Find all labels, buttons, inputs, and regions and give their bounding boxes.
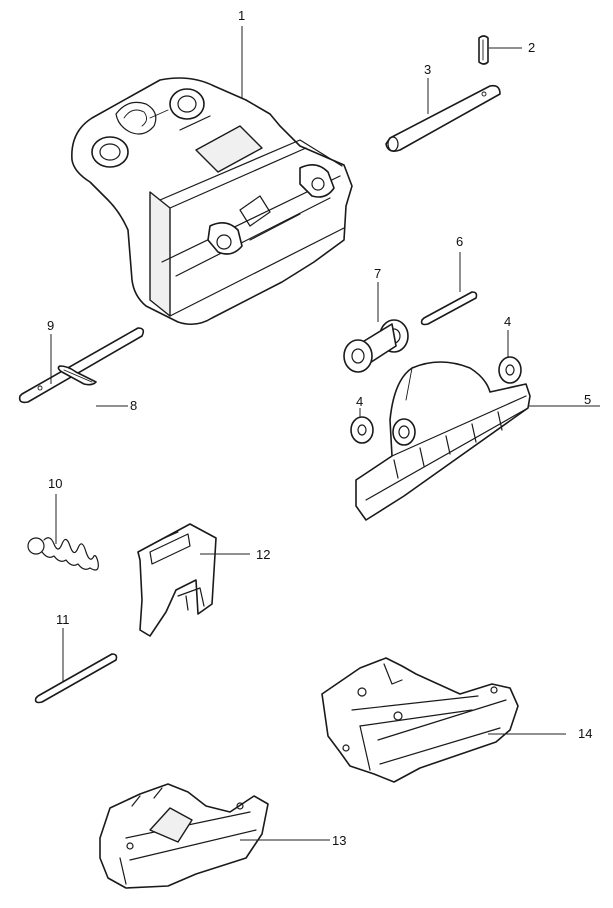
callout-5: 5 bbox=[584, 392, 591, 407]
callout-3: 3 bbox=[424, 62, 431, 77]
part-4-washer-upper bbox=[498, 356, 522, 384]
part-13-base bbox=[99, 783, 269, 889]
leader-lines bbox=[50, 26, 600, 841]
callout-2: 2 bbox=[528, 40, 535, 55]
part-14-sled bbox=[321, 657, 519, 783]
callout-1: 1 bbox=[238, 8, 245, 23]
callout-12: 12 bbox=[256, 547, 270, 562]
callouts: 1 2 3 6 7 4 4 5 9 8 10 12 11 14 13 bbox=[47, 8, 592, 848]
part-6-rod bbox=[420, 291, 478, 326]
part-11-rod bbox=[34, 653, 118, 704]
callout-7: 7 bbox=[374, 266, 381, 281]
part-3-shaft bbox=[385, 84, 501, 152]
part-4-washer-lower bbox=[350, 416, 374, 444]
callout-13: 13 bbox=[332, 833, 346, 848]
callout-14: 14 bbox=[578, 726, 592, 741]
part-10-spring bbox=[27, 537, 99, 571]
callout-6: 6 bbox=[456, 234, 463, 249]
callout-9: 9 bbox=[47, 318, 54, 333]
callout-4b: 4 bbox=[356, 394, 363, 409]
part-5-guide bbox=[355, 361, 531, 521]
part-7-roller bbox=[343, 319, 409, 373]
part-1-housing bbox=[71, 77, 353, 326]
part-8-cotter-pin bbox=[57, 365, 97, 386]
callout-11: 11 bbox=[56, 612, 70, 627]
part-9-pin bbox=[18, 327, 145, 404]
part-2-pin bbox=[478, 35, 489, 65]
callout-10: 10 bbox=[48, 476, 62, 491]
part-12-bracket bbox=[137, 523, 217, 637]
callout-4a: 4 bbox=[504, 314, 511, 329]
callout-8: 8 bbox=[130, 398, 137, 413]
